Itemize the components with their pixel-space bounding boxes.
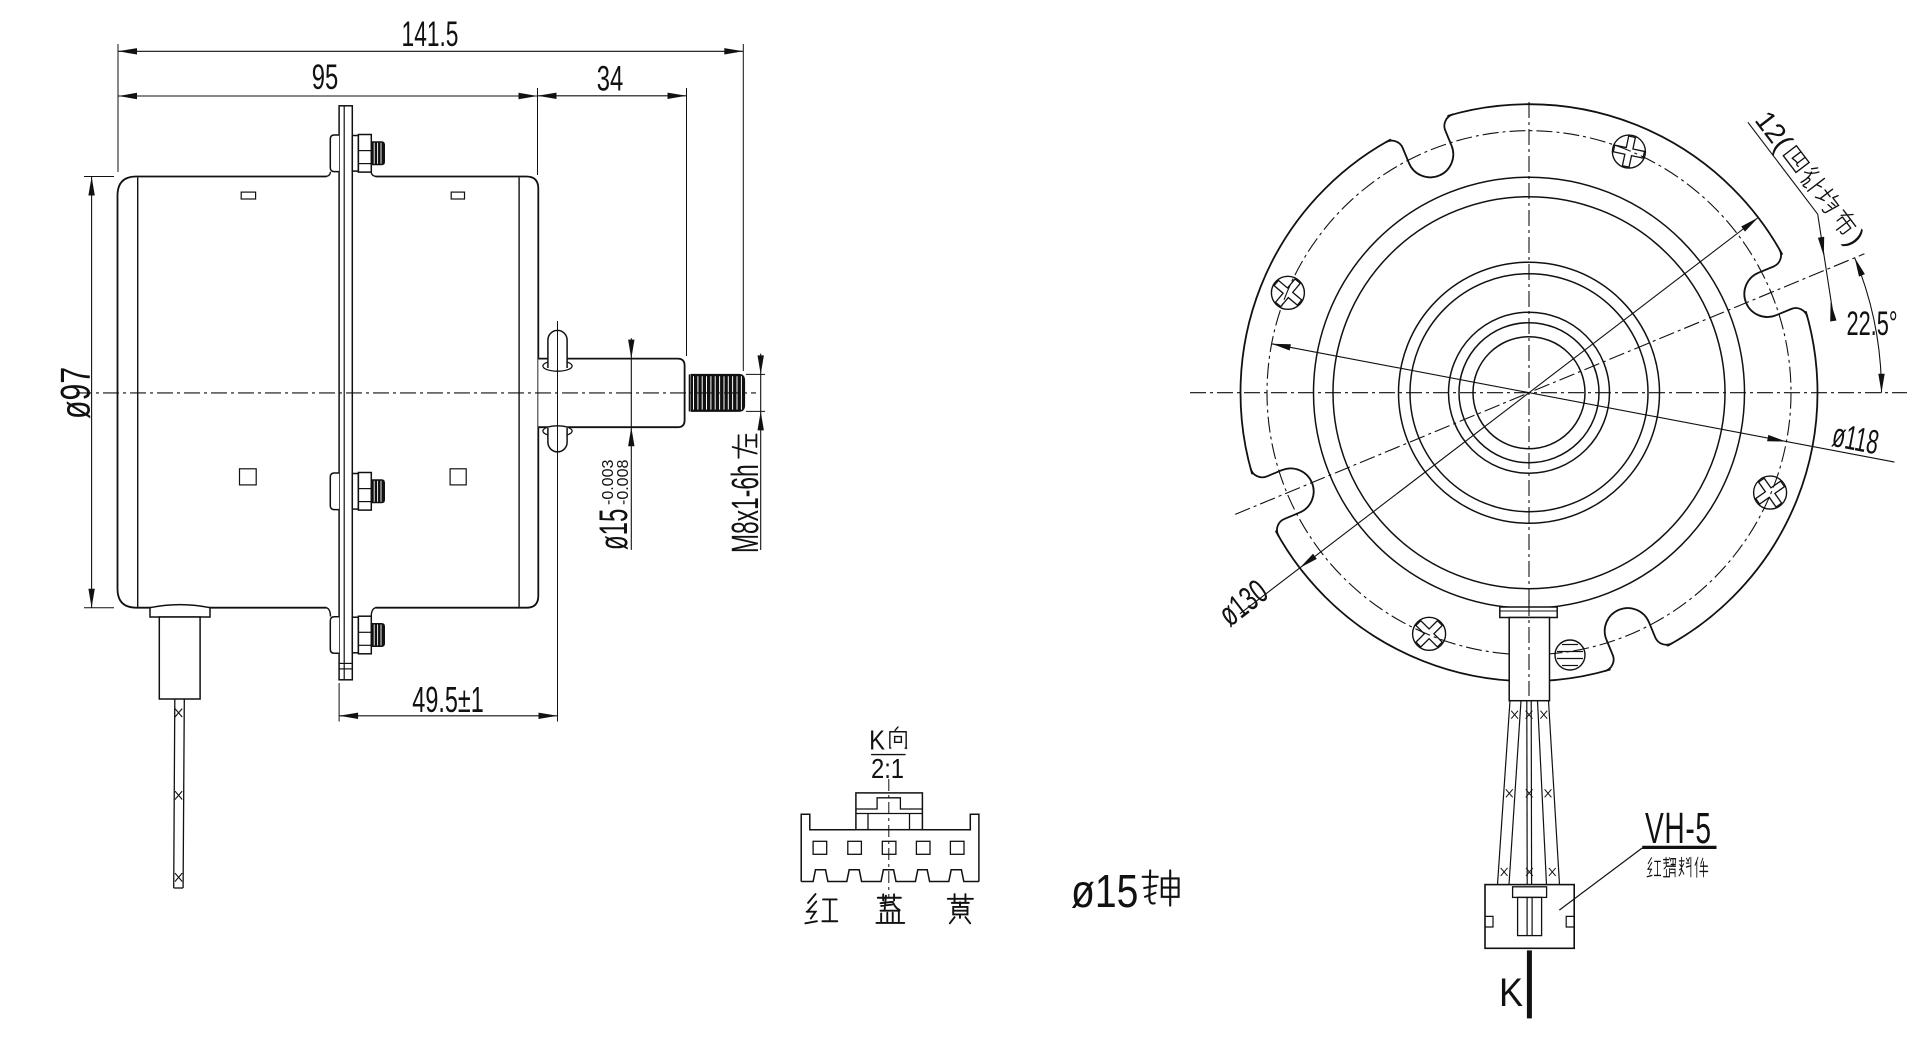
svg-text:K: K [1499,971,1523,1015]
svg-text:ø15: ø15 [1071,866,1138,918]
svg-text:K: K [869,724,885,756]
svg-text:-0.008: -0.008 [615,460,632,505]
svg-text:2:1: 2:1 [871,752,904,784]
svg-text:VH-5: VH-5 [1645,804,1712,853]
svg-text:ø97: ø97 [52,367,99,419]
svg-text:141.5: 141.5 [402,15,459,54]
svg-text:ø15: ø15 [591,509,636,550]
svg-text:M8x1-6h: M8x1-6h [724,464,766,553]
svg-text:22.5°: 22.5° [1846,305,1897,343]
svg-text:49.5±1: 49.5±1 [412,681,483,720]
svg-text:34: 34 [597,60,623,99]
svg-text:95: 95 [312,59,338,98]
